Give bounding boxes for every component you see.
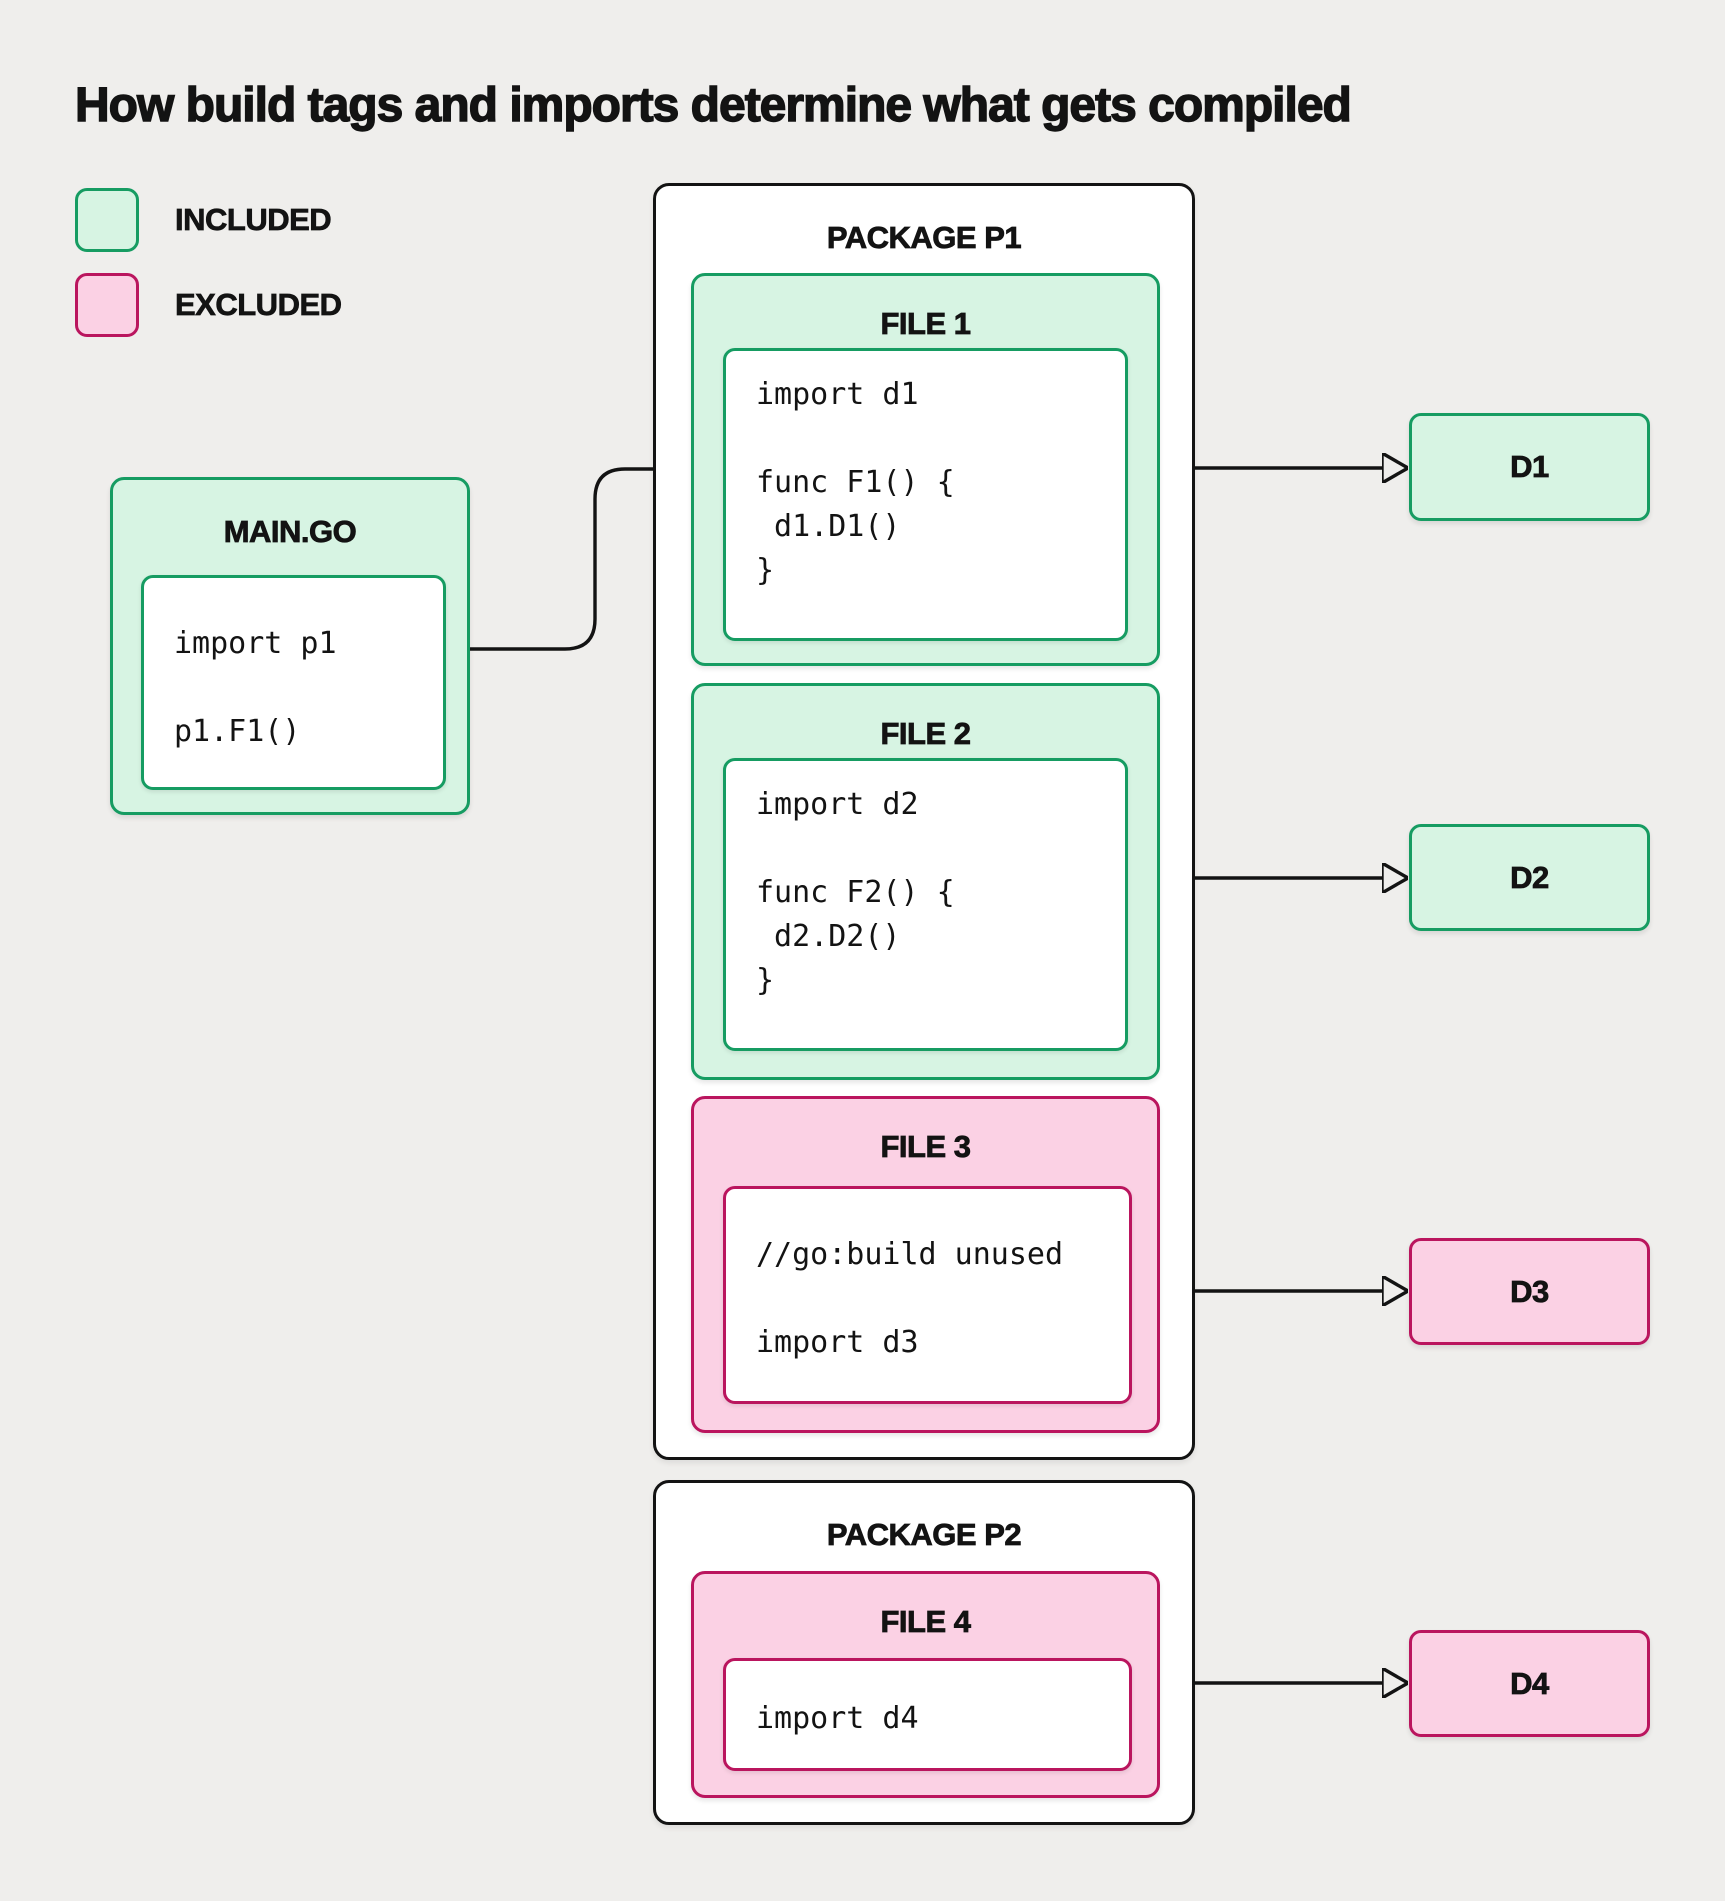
file2-code-box: import d2 func F2() { d2.D2() } bbox=[723, 758, 1128, 1051]
dep-d1-box: D1 bbox=[1409, 413, 1650, 521]
package-p1-title: PACKAGE P1 bbox=[826, 220, 1022, 256]
package-p1-box: PACKAGE P1 FILE 1 import d1 func F1() { … bbox=[653, 183, 1195, 1460]
maingo-code-box: import p1 p1.F1() bbox=[141, 575, 446, 790]
file3-box: FILE 3 //go:build unused import d3 bbox=[691, 1096, 1160, 1433]
file3-code-box: //go:build unused import d3 bbox=[723, 1186, 1132, 1404]
legend-included-swatch bbox=[75, 188, 139, 252]
maingo-code: import p1 p1.F1() bbox=[174, 626, 337, 749]
page-title: How build tags and imports determine wha… bbox=[74, 78, 1352, 132]
file1-title: FILE 1 bbox=[880, 306, 971, 342]
file4-code: import d4 bbox=[756, 1701, 919, 1736]
dep-d4-box: D4 bbox=[1409, 1630, 1650, 1737]
maingo-box: MAIN.GO import p1 p1.F1() bbox=[110, 477, 470, 815]
arrow-maingo-to-file1 bbox=[470, 469, 660, 651]
file4-box: FILE 4 import d4 bbox=[691, 1571, 1160, 1798]
dep-d2-box: D2 bbox=[1409, 824, 1650, 931]
file1-code-box: import d1 func F1() { d1.D1() } bbox=[723, 348, 1128, 641]
file2-box: FILE 2 import d2 func F2() { d2.D2() } bbox=[691, 683, 1160, 1080]
file3-code: //go:build unused import d3 bbox=[756, 1237, 1064, 1360]
file4-code-box: import d4 bbox=[723, 1658, 1132, 1771]
file4-title: FILE 4 bbox=[880, 1604, 971, 1640]
legend-excluded-swatch bbox=[75, 273, 139, 337]
file1-box: FILE 1 import d1 func F1() { d1.D1() } bbox=[691, 273, 1160, 666]
file2-code: import d2 func F2() { d2.D2() } bbox=[756, 787, 955, 998]
file1-code: import d1 func F1() { d1.D1() } bbox=[756, 377, 955, 588]
package-p2-title: PACKAGE P2 bbox=[826, 1517, 1022, 1553]
maingo-title: MAIN.GO bbox=[223, 514, 357, 550]
file3-title: FILE 3 bbox=[880, 1129, 971, 1165]
legend-included-label: INCLUDED bbox=[175, 202, 332, 238]
dep-d3-box: D3 bbox=[1409, 1238, 1650, 1345]
package-p2-box: PACKAGE P2 FILE 4 import d4 bbox=[653, 1480, 1195, 1825]
file2-title: FILE 2 bbox=[880, 716, 971, 752]
legend-excluded-label: EXCLUDED bbox=[175, 287, 343, 323]
